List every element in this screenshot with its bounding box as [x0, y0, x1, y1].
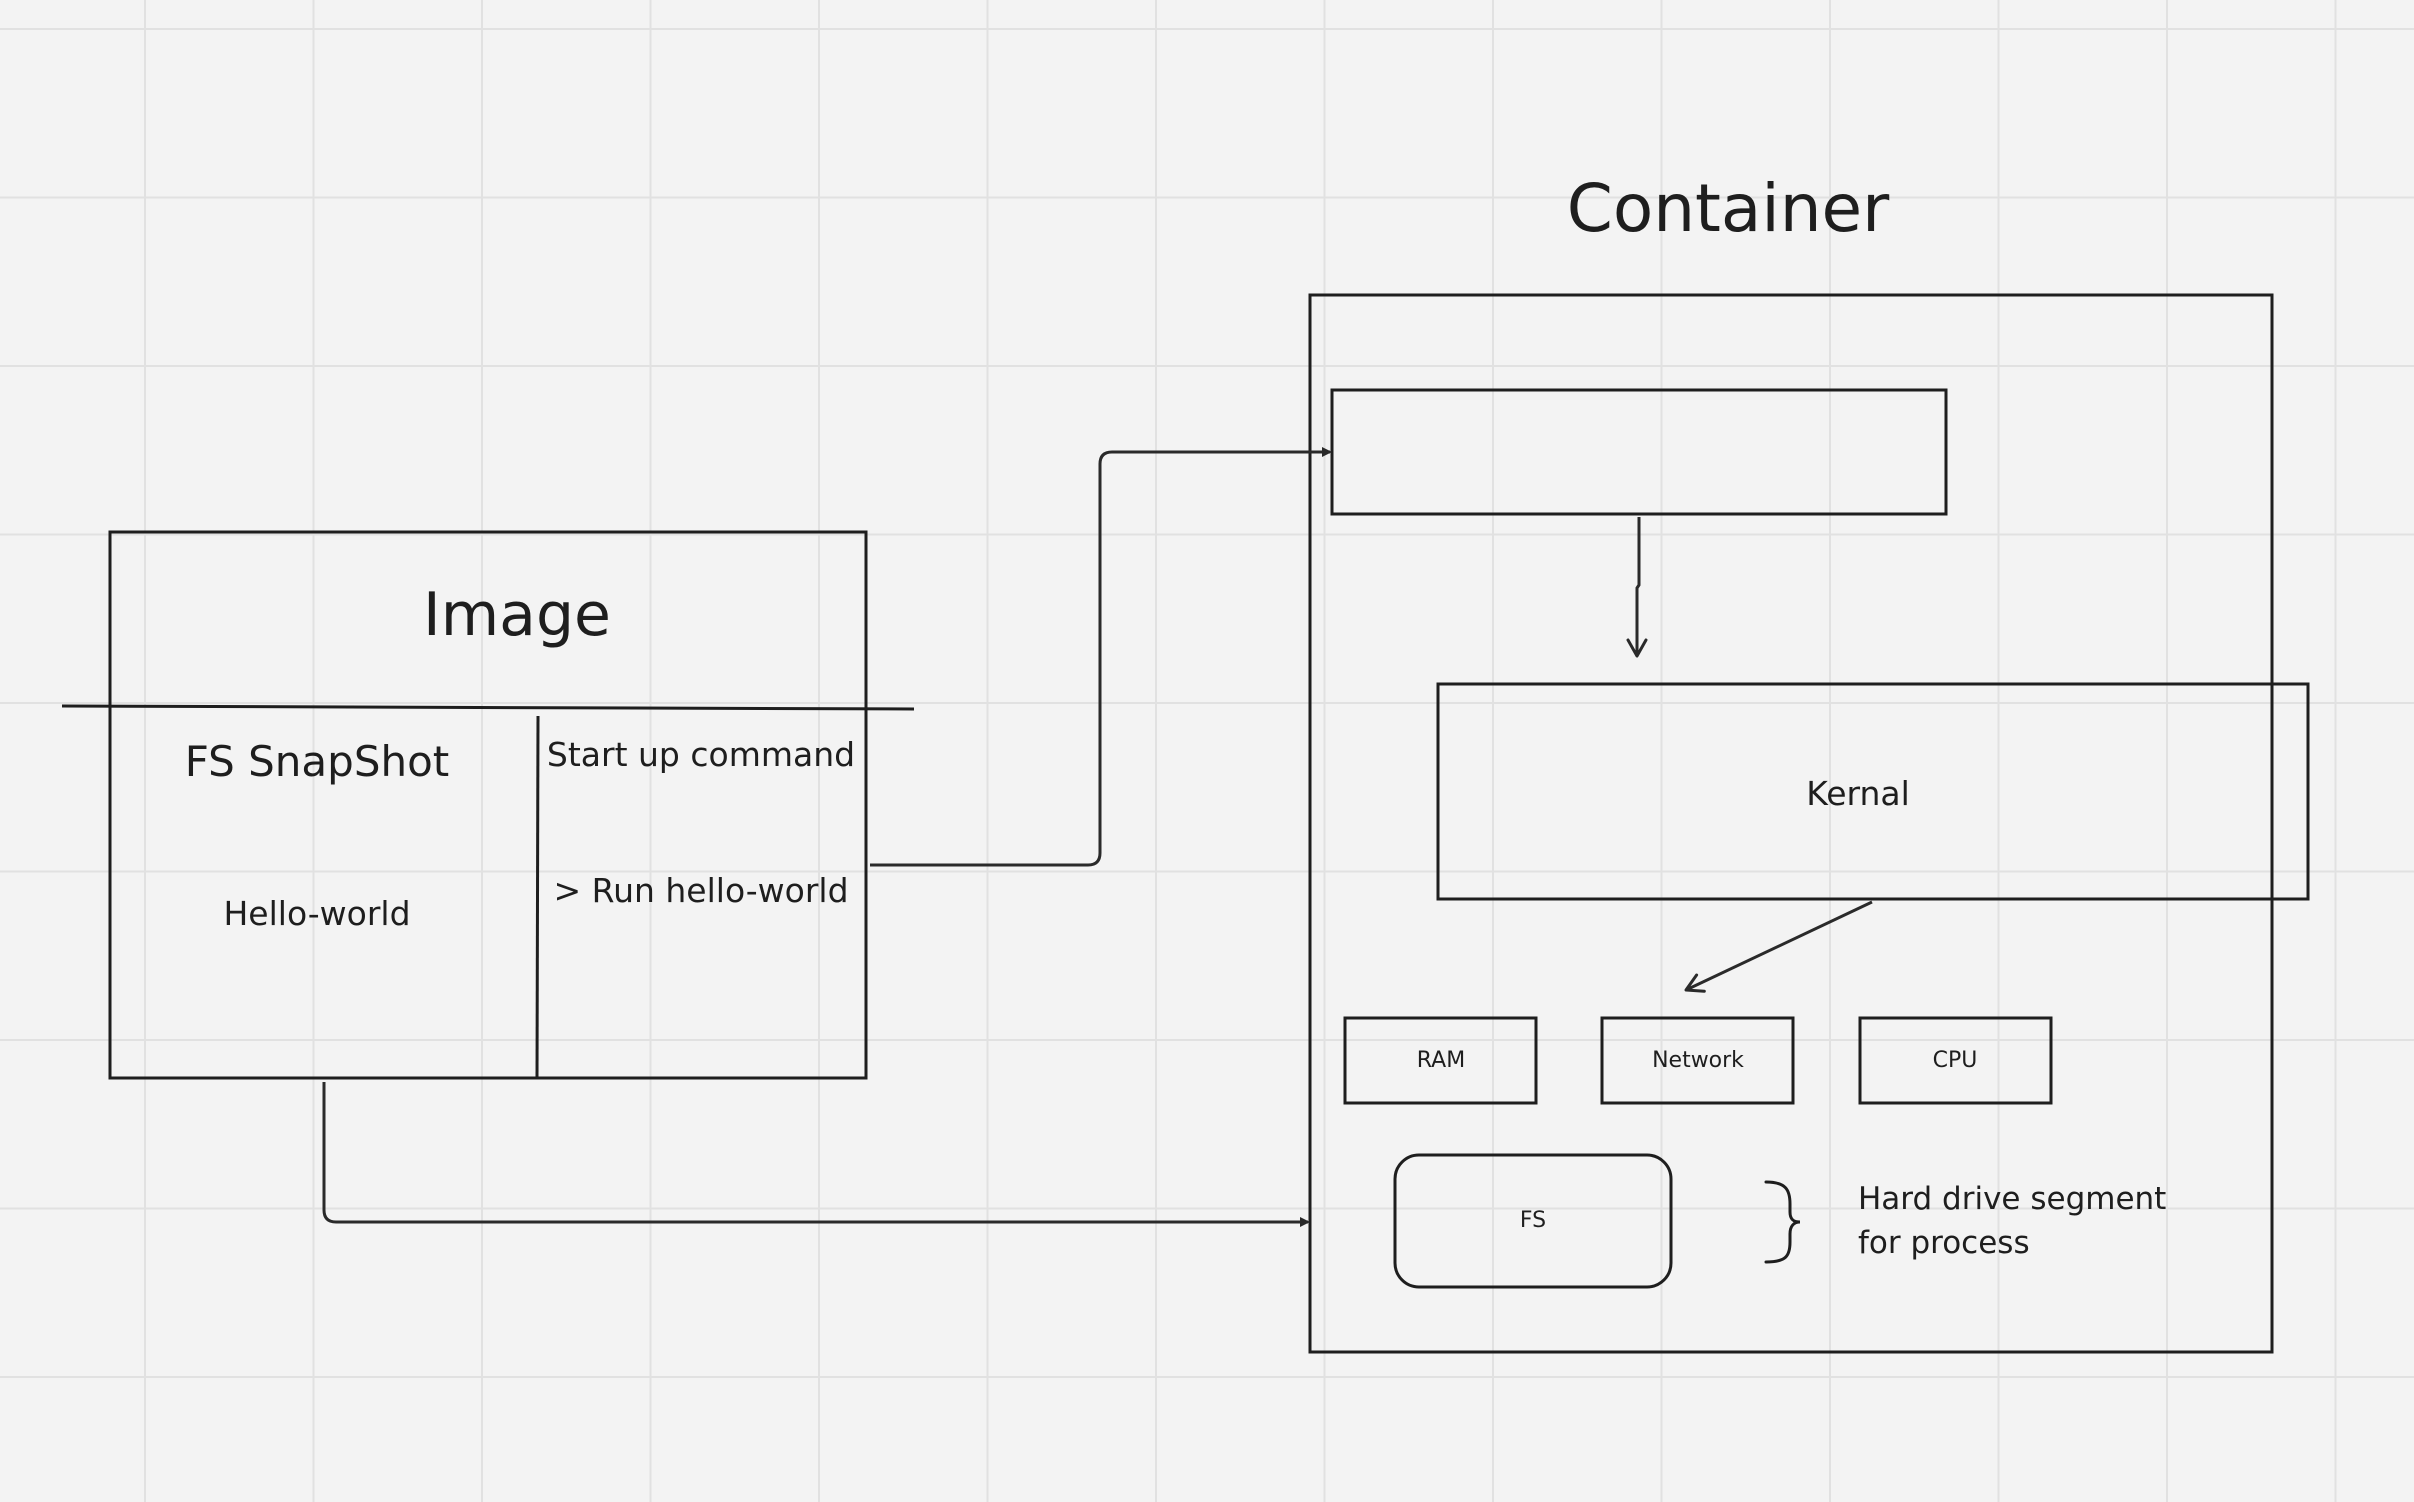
startup-command-value: > Run hello-world	[553, 871, 849, 910]
image-box[interactable]	[108, 530, 868, 1080]
arrow-kernel-to-network	[1684, 900, 1873, 993]
fs-note-line2: for process	[1858, 1225, 2030, 1261]
fs-label: FS	[1519, 1208, 1547, 1233]
arrow-command-to-slot	[870, 447, 1332, 867]
kernel-box[interactable]	[1436, 682, 2310, 901]
image-title: Image	[423, 580, 611, 650]
ram-box[interactable]	[1343, 1016, 1538, 1105]
network-label: Network	[1652, 1048, 1744, 1073]
network-box[interactable]	[1600, 1016, 1795, 1105]
kernel-label: Kernal	[1806, 774, 1910, 813]
ram-label: RAM	[1416, 1048, 1466, 1073]
fs-note-line1: Hard drive segment	[1858, 1181, 2167, 1217]
startup-command-slot[interactable]	[1330, 388, 1948, 516]
fs-box[interactable]	[1393, 1153, 1673, 1289]
arrow-slot-to-kernel	[1626, 517, 1648, 658]
cpu-box[interactable]	[1858, 1016, 2053, 1105]
image-divider-vertical	[535, 715, 540, 1079]
container-title: Container	[1566, 170, 1890, 247]
curly-brace	[1764, 1180, 1801, 1264]
container-box[interactable]	[1308, 293, 2274, 1354]
cpu-label: CPU	[1932, 1048, 1978, 1073]
fs-snapshot-label: FS SnapShot	[184, 737, 450, 786]
arrow-snapshot-to-fs	[322, 1082, 1310, 1227]
startup-command-label: Start up command	[546, 735, 856, 774]
image-divider-horizontal	[61, 704, 915, 711]
fs-snapshot-value: Hello-world	[223, 894, 411, 933]
